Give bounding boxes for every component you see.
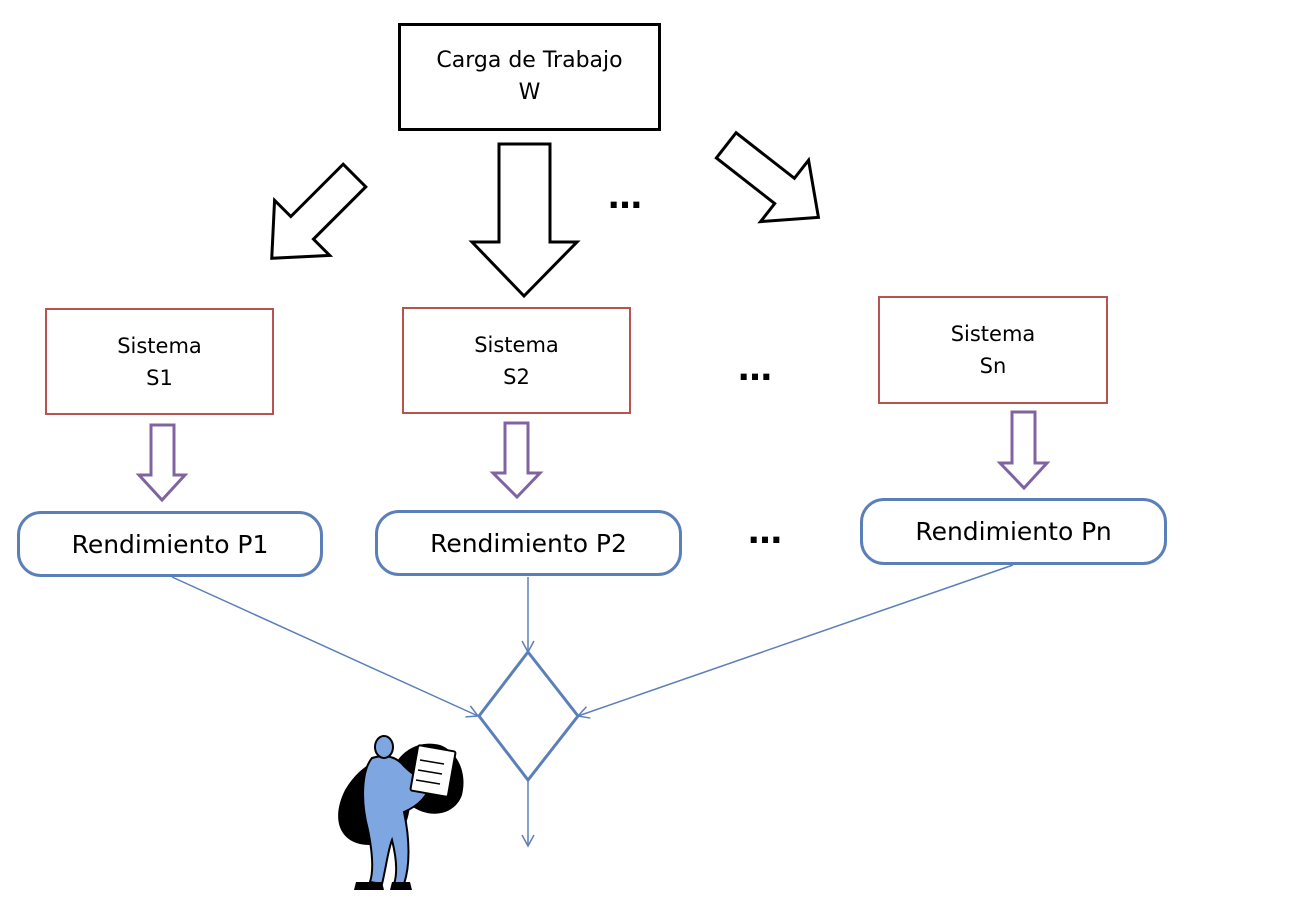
performance-label: Rendimiento Pn: [915, 517, 1112, 546]
workload-box: Carga de Trabajo W: [398, 23, 661, 131]
workload-symbol: W: [518, 80, 541, 105]
system-box-2: Sistema S2: [402, 307, 631, 414]
performance-label: Rendimiento P1: [71, 529, 269, 559]
performance-label: Rendimiento P2: [430, 528, 627, 558]
block-arrow-right: [714, 130, 821, 224]
performance-box-1: Rendimiento P1: [17, 511, 323, 577]
decision-diamond: [477, 649, 580, 783]
performance-box-n: Rendimiento Pn: [860, 498, 1167, 565]
system-box-n: Sistema Sn: [878, 296, 1108, 404]
ellipsis-systems: …: [738, 349, 774, 389]
small-arrow-3: [996, 410, 1051, 491]
small-arrow-2: [489, 421, 544, 500]
connector-p1: [171, 576, 480, 718]
system-name: S1: [146, 365, 173, 390]
workload-title: Carga de Trabajo: [436, 48, 623, 73]
system-box-1: Sistema S1: [45, 308, 274, 415]
system-name: Sn: [979, 354, 1007, 378]
ellipsis-arrows: …: [608, 177, 644, 217]
performance-box-2: Rendimiento P2: [375, 510, 682, 576]
system-label: Sistema: [117, 333, 202, 358]
analyst-with-clipboard-icon: [338, 735, 464, 890]
small-arrow-1: [135, 423, 189, 503]
system-label: Sistema: [950, 322, 1036, 346]
system-name: S2: [503, 364, 530, 389]
block-arrow-center: [468, 142, 581, 299]
connector-pn: [576, 564, 1014, 719]
block-arrow-left: [270, 162, 368, 260]
system-label: Sistema: [474, 332, 559, 357]
ellipsis-performance: …: [748, 512, 784, 552]
